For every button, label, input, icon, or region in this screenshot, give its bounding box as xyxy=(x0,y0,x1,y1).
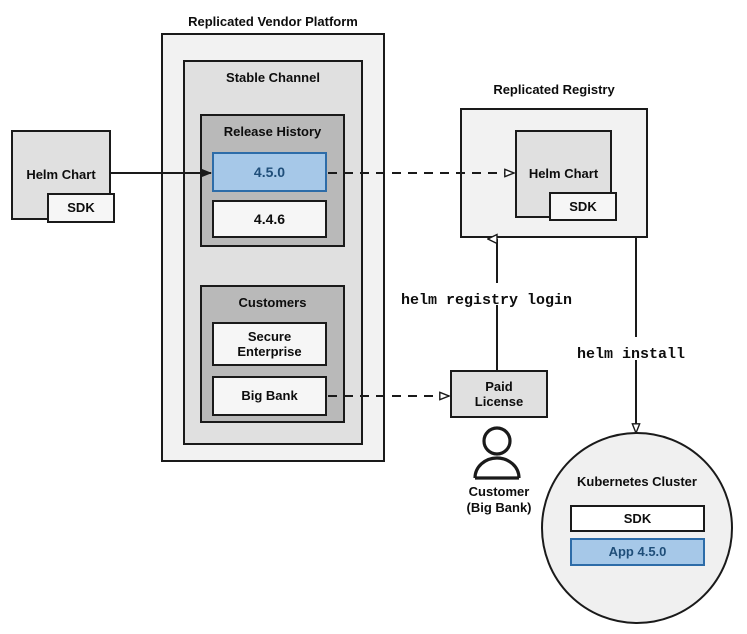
release-version-label: 4.4.6 xyxy=(253,210,286,227)
registry-sdk-box: SDK xyxy=(549,192,617,221)
source-helm-chart-label: Helm Chart xyxy=(26,167,96,183)
vendor-platform-title: Replicated Vendor Platform xyxy=(188,14,358,29)
stable-channel-label: Stable Channel xyxy=(226,70,320,85)
paid-license-label: Paid License xyxy=(474,378,524,409)
cluster-item-label: App 4.5.0 xyxy=(608,544,667,560)
customer-big-bank[interactable]: Big Bank xyxy=(212,376,327,416)
release-history-label: Release History xyxy=(223,124,322,139)
customer-person-icon xyxy=(473,426,521,480)
customer-caption: Customer (Big Bank) xyxy=(466,484,532,516)
source-sdk-box: SDK xyxy=(47,193,115,223)
source-sdk-label: SDK xyxy=(67,200,95,216)
kubernetes-cluster-label: Kubernetes Cluster xyxy=(577,474,697,489)
release-version-label: 4.5.0 xyxy=(253,163,286,180)
registry-title: Replicated Registry xyxy=(493,82,615,97)
command-helm-registry-login: helm registry login xyxy=(401,292,573,309)
cluster-item-label: SDK xyxy=(623,510,652,526)
cluster-item-sdk: SDK xyxy=(570,505,705,532)
registry-sdk-label: SDK xyxy=(569,198,597,214)
cluster-item-app: App 4.5.0 xyxy=(570,538,705,566)
paid-license-box: Paid License xyxy=(450,370,548,418)
registry-helm-chart-label: Helm Chart xyxy=(528,166,599,182)
command-helm-install: helm install xyxy=(577,346,686,363)
release-version-4-4-6[interactable]: 4.4.6 xyxy=(212,200,327,238)
customer-secure-enterprise[interactable]: Secure Enterprise xyxy=(212,322,327,366)
customer-name-label: Big Bank xyxy=(241,388,298,404)
release-version-4-5-0[interactable]: 4.5.0 xyxy=(212,152,327,192)
customers-label: Customers xyxy=(238,295,307,310)
customer-name-label: Secure Enterprise xyxy=(237,328,302,359)
